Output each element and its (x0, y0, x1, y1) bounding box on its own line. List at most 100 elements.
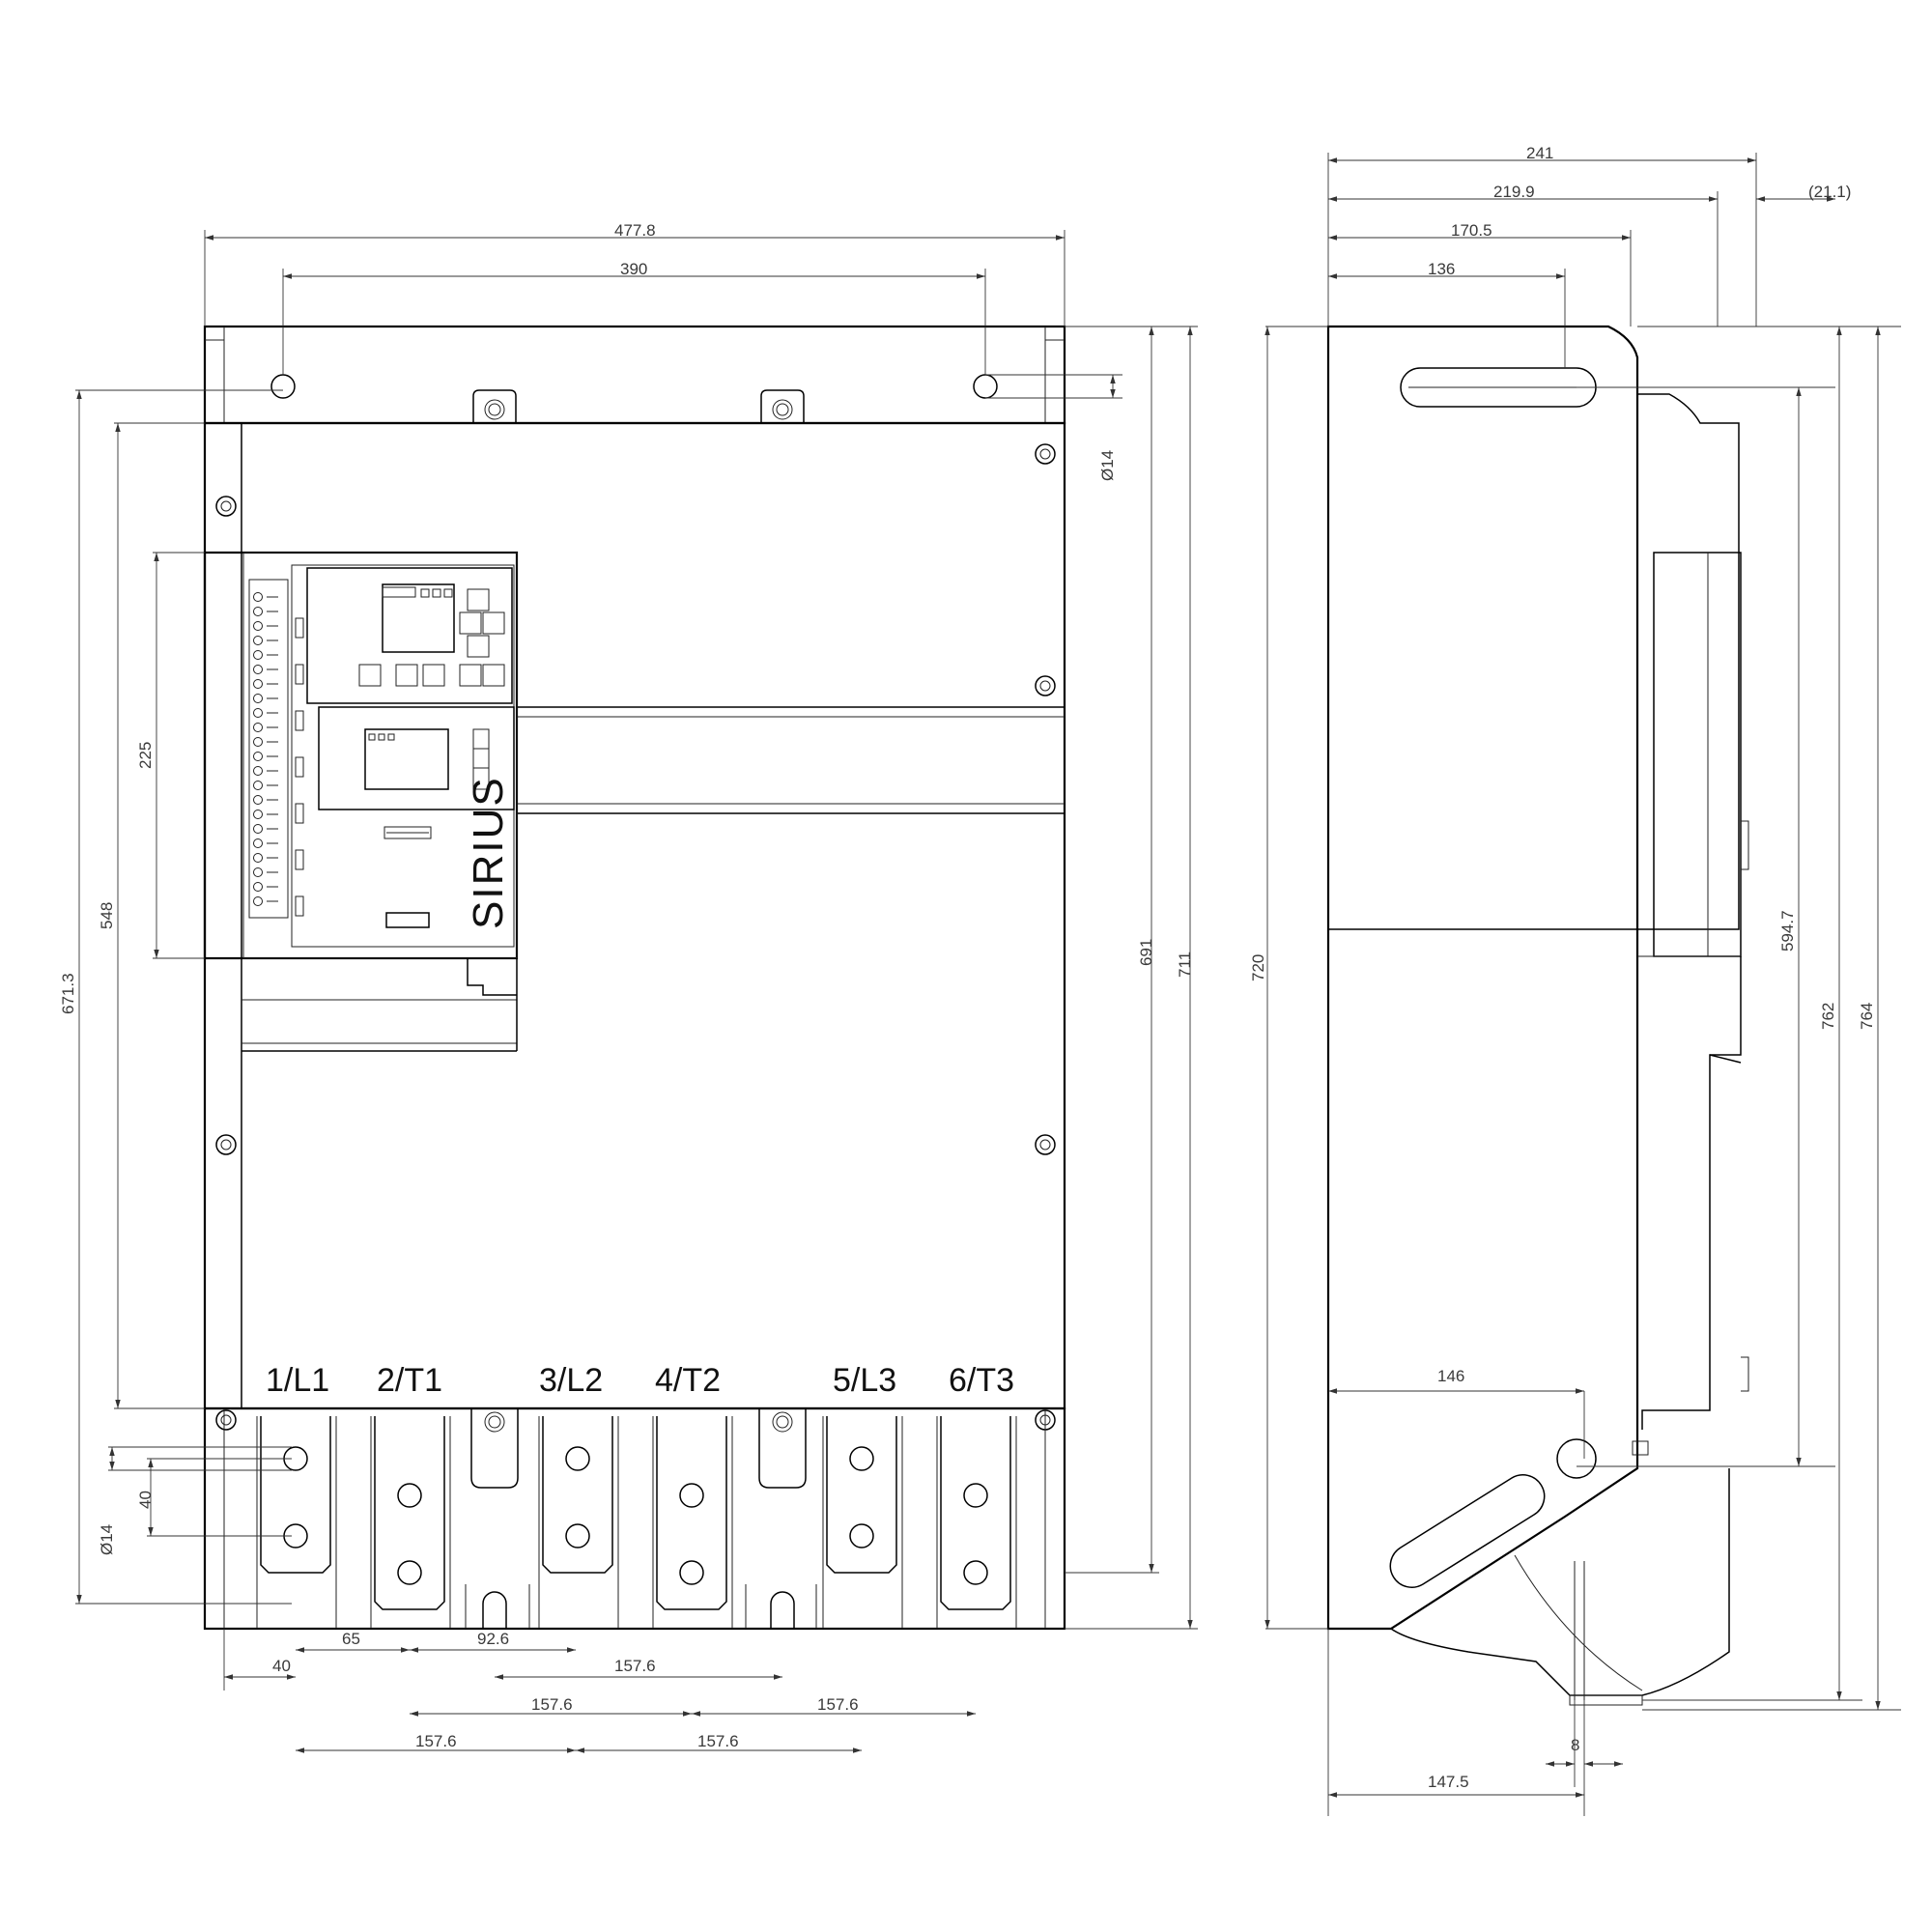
dim-40-horizontal: 40 (272, 1657, 291, 1675)
dim-711: 711 (1176, 952, 1194, 978)
dim-dia14-bottom: Ø14 (98, 1524, 116, 1555)
housing-screw (1035, 1134, 1056, 1155)
dim-157-6-e: 157.6 (697, 1732, 739, 1750)
dim-764: 764 (1858, 1003, 1876, 1030)
side-cover-panel (1653, 552, 1742, 957)
busbar-hole (679, 1560, 704, 1585)
terminal-screw (253, 592, 263, 602)
busbar-hole (565, 1446, 590, 1471)
busbar (940, 1416, 1011, 1610)
top-mounting-plate (203, 325, 1066, 425)
side-slot-angled (1389, 1474, 1546, 1588)
terminal-screw (253, 824, 263, 834)
dim-671-3: 671.3 (59, 973, 77, 1014)
terminal-screw (253, 781, 263, 790)
busbar (656, 1416, 727, 1610)
busbar-hole (565, 1523, 590, 1548)
dim-8: 8 (1571, 1736, 1579, 1754)
mounting-hole-left (270, 374, 296, 399)
dim-21-1: (21.1) (1808, 183, 1851, 201)
side-pivot-hole (1556, 1438, 1597, 1479)
key-button (467, 588, 490, 611)
dim-225: 225 (136, 742, 155, 769)
key-button (422, 664, 445, 687)
key-button (459, 611, 482, 635)
base-slot (770, 1591, 795, 1629)
mounting-hole-right (973, 374, 998, 399)
key-button (358, 664, 382, 687)
key-button (482, 611, 505, 635)
terminal-label-3-L2: 3/L2 (539, 1362, 603, 1399)
terminal-label-2-T1: 2/T1 (377, 1362, 442, 1399)
terminal-screw (253, 752, 263, 761)
terminal-screw (253, 882, 263, 892)
housing-screw (215, 1134, 237, 1155)
terminal-screws (253, 592, 304, 917)
dim-40-vertical: 40 (136, 1491, 155, 1509)
busbar-hole (849, 1523, 874, 1548)
brand-label: SIRIUS (465, 776, 512, 929)
terminal-screw (253, 708, 263, 718)
bottom-terminal-base (203, 1406, 1066, 1631)
side-pin (1632, 1440, 1649, 1456)
busbar-hole (397, 1483, 422, 1508)
terminal-screw (253, 650, 263, 660)
terminal-screw (253, 723, 263, 732)
terminal-label-1-L1: 1/L1 (266, 1362, 329, 1399)
busbar (374, 1416, 445, 1610)
dim-219-9: 219.9 (1493, 183, 1535, 201)
busbar-hole (679, 1483, 704, 1508)
dim-390: 390 (620, 260, 647, 278)
key-button (467, 635, 490, 658)
key-button (482, 664, 505, 687)
display-window (382, 583, 455, 653)
terminal-screw (253, 665, 263, 674)
dim-548: 548 (98, 902, 116, 929)
dim-157-6-a: 157.6 (614, 1657, 656, 1675)
terminal-screw (253, 621, 263, 631)
control-panel-middle (318, 706, 515, 810)
terminal-screw (253, 896, 263, 906)
bottom-lifting-tab-2 (758, 1408, 807, 1489)
terminal-screw (253, 867, 263, 877)
dim-477-8: 477.8 (614, 221, 656, 240)
dim-691: 691 (1137, 939, 1155, 966)
terminal-screw (253, 810, 263, 819)
busbars (256, 1416, 1017, 1629)
terminal-screw (253, 694, 263, 703)
control-panel-upper (306, 567, 513, 704)
side-cover-upper (1637, 393, 1740, 930)
top-lifting-tab-1 (472, 389, 517, 423)
housing-screw (215, 496, 237, 517)
busbar-hole (963, 1560, 988, 1585)
front-view: SIRIUS 1/L1 2/T1 3/L2 4/T2 5/L3 6/T3 (203, 325, 1066, 1631)
terminal-label-6-T3: 6/T3 (949, 1362, 1014, 1399)
connector-slot (385, 912, 430, 928)
busbar (542, 1416, 613, 1574)
dim-157-6-b: 157.6 (531, 1695, 573, 1714)
dim-147-5: 147.5 (1428, 1773, 1469, 1791)
busbar (826, 1416, 897, 1574)
busbar-hole (849, 1446, 874, 1471)
dim-dia14-top: Ø14 (1098, 450, 1117, 481)
terminal-screw (253, 636, 263, 645)
housing-screw (1035, 443, 1056, 465)
main-housing (203, 421, 1066, 1410)
terminal-screw (253, 838, 263, 848)
dimensions: 477.8 390 Ø14 691 711 671.3 548 225 Ø14 … (59, 144, 1901, 1816)
terminal-label-5-L3: 5/L3 (833, 1362, 896, 1399)
terminal-screw (253, 853, 263, 863)
dim-157-6-c: 157.6 (817, 1695, 859, 1714)
side-slot-top (1400, 367, 1597, 408)
brand-plate (384, 826, 432, 839)
side-bracket-curve (1390, 1468, 1730, 1696)
top-lifting-tab-2 (760, 389, 805, 423)
dim-762: 762 (1819, 1003, 1837, 1030)
key-button (459, 664, 482, 687)
terminal-screw (253, 766, 263, 776)
terminal-label-4-T2: 4/T2 (655, 1362, 721, 1399)
terminal-screw (253, 607, 263, 616)
dim-157-6-d: 157.6 (415, 1732, 457, 1750)
terminal-screw (253, 795, 263, 805)
